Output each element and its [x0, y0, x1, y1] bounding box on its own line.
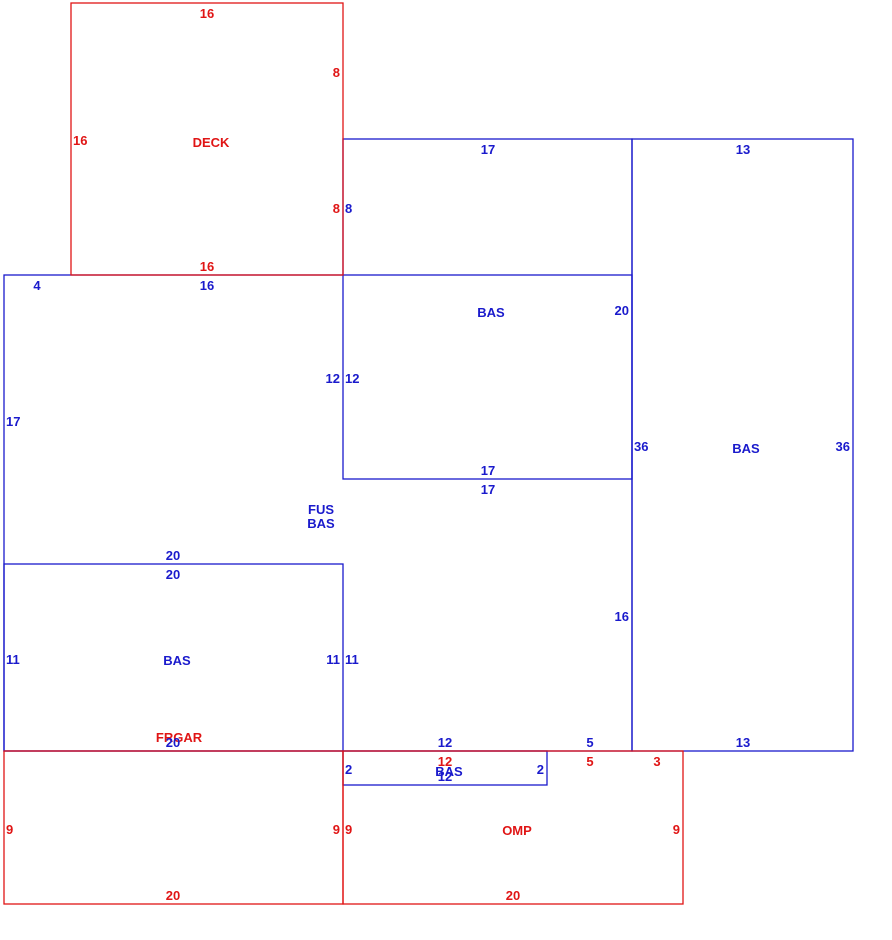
dimension-label: 2 — [345, 762, 352, 777]
dimension-label: 20 — [506, 888, 520, 903]
dimension-label: 17 — [481, 463, 495, 478]
dimension-label: 5 — [586, 735, 593, 750]
area-label-bas-small: BAS — [435, 764, 463, 779]
area-label-deck: DECK — [193, 135, 230, 150]
dimension-label: 9 — [333, 822, 340, 837]
dimension-label: 12 — [438, 769, 452, 784]
frgar-outline — [3, 750, 344, 905]
dimension-label: 11 — [345, 652, 359, 667]
dimension-label: 9 — [345, 822, 352, 837]
dimension-label: 12 — [345, 371, 359, 386]
dimension-label: 8 — [345, 201, 352, 216]
dimension-label: 12 — [438, 735, 452, 750]
dimension-label: 36 — [634, 439, 648, 454]
dimension-label: 12 — [438, 754, 452, 769]
area-label-line: FUS — [308, 502, 334, 517]
dimension-label: 3 — [653, 754, 660, 769]
dimension-label: 13 — [736, 735, 750, 750]
dimension-label: 20 — [615, 303, 629, 318]
dimension-label: 2 — [537, 762, 544, 777]
dimension-label: 20 — [166, 567, 180, 582]
dimension-label: 16 — [615, 609, 629, 624]
dimension-label: 9 — [6, 822, 13, 837]
dimension-label: 11 — [6, 652, 20, 667]
area-label-bas-right: BAS — [732, 441, 760, 456]
dimension-label: 11 — [326, 652, 340, 667]
dimension-label: 4 — [33, 278, 41, 293]
area-label-frgar: FRGAR — [156, 730, 203, 745]
dimension-label: 17 — [481, 142, 495, 157]
dimension-label: 16 — [200, 6, 214, 21]
dimension-label: 16 — [200, 278, 214, 293]
dimension-label: 16 — [200, 259, 214, 274]
dimension-label: 17 — [481, 482, 495, 497]
dimension-label: 36 — [836, 439, 850, 454]
dimension-label: 20 — [166, 548, 180, 563]
dimension-label: 8 — [333, 201, 340, 216]
dimension-label: 12 — [326, 371, 340, 386]
area-label-bas-upper-mid: BAS — [477, 305, 505, 320]
area-label-bas-lower-left: BAS — [163, 653, 191, 668]
dimension-label: 20 — [166, 735, 180, 750]
area-label-omp: OMP — [502, 823, 532, 838]
deck-outline — [70, 2, 344, 276]
omp-outline — [342, 750, 684, 905]
dimension-label: 20 — [166, 888, 180, 903]
dimension-label: 8 — [333, 65, 340, 80]
dimension-label: 16 — [73, 133, 87, 148]
dimension-label: 9 — [673, 822, 680, 837]
dimension-label: 13 — [736, 142, 750, 157]
dimension-label: 5 — [586, 754, 593, 769]
dimension-label: 17 — [6, 414, 20, 429]
area-label-line: BAS — [307, 516, 335, 531]
